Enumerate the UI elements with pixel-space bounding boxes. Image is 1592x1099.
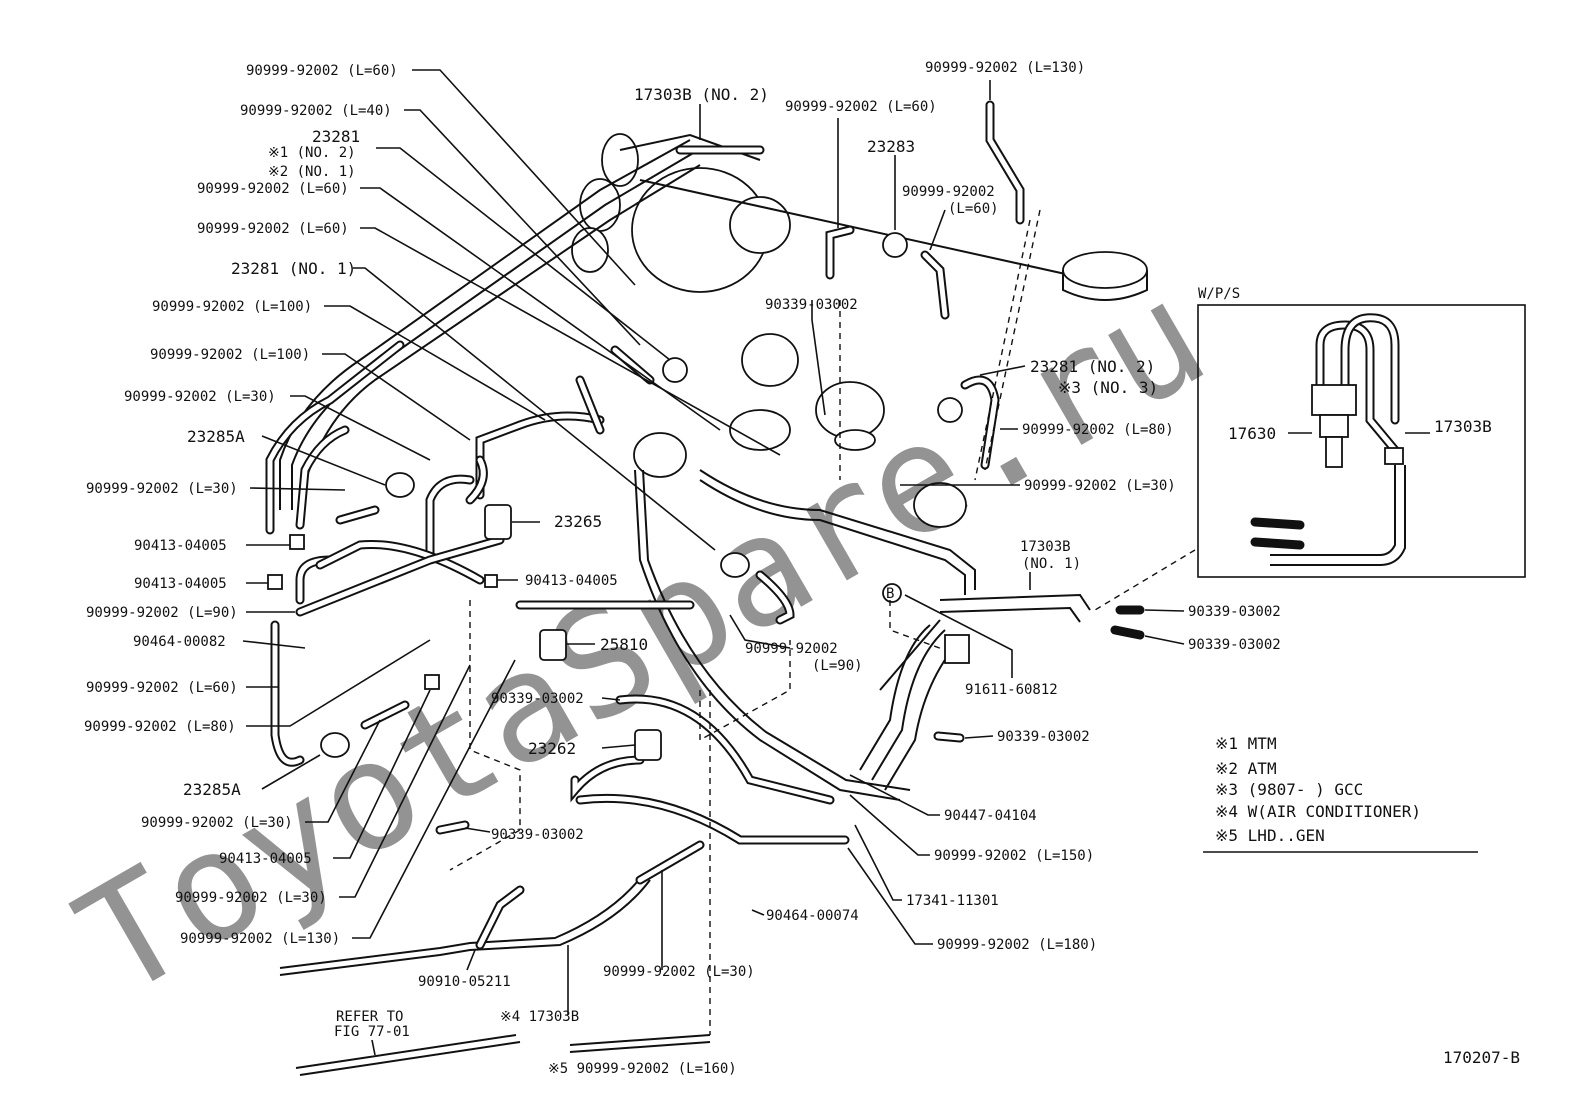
label-l37b: (NO. 1) — [1022, 556, 1081, 572]
label-l2: 90999-92002 (L=40) — [240, 103, 392, 119]
label-l14: 90999-92002 (L=90) — [86, 605, 238, 621]
inset-part-17303b: 17303B — [1434, 417, 1492, 436]
label-l47: 23265 — [554, 512, 602, 531]
label-l15: 90464-00082 — [133, 634, 226, 650]
label-l8: 90999-92002 (L=100) — [150, 347, 310, 363]
legend-item-4: ※4 W(AIR CONDITIONER) — [1215, 802, 1421, 821]
label-l40b: ※3 (NO. 3) — [1058, 378, 1158, 397]
label-l12: 90413-04005 — [134, 538, 227, 554]
label-l20: 90413-04005 — [219, 851, 312, 867]
label-l28: 90464-00074 — [766, 908, 859, 924]
inset-label: W/P/S — [1198, 286, 1240, 302]
label-l36: 90339-03002 — [1188, 604, 1281, 620]
label-l24: REFER TO — [336, 1009, 403, 1025]
label-l53: 90339-03002 — [491, 827, 584, 843]
label-l27: 90999-92002 (L=30) — [603, 964, 755, 980]
label-l17: 90999-92002 (L=80) — [84, 719, 236, 735]
label-l3: 23281 — [312, 127, 360, 146]
dashed-references — [449, 209, 1196, 1035]
label-l25: ※5 90999-92002 (L=160) — [548, 1061, 737, 1077]
label-l10: 23285A — [187, 427, 245, 446]
label-l50: 90999-92002 — [745, 641, 838, 657]
engine-assembly-artwork — [571, 133, 1148, 528]
vacuum-lines — [279, 139, 1091, 1076]
label-l19: 90999-92002 (L=30) — [141, 815, 293, 831]
label-l37: 17303B — [1020, 539, 1071, 555]
label-l11: 90999-92002 (L=30) — [86, 481, 238, 497]
label-l50b: (L=90) — [812, 658, 863, 674]
label-l51: 90339-03002 — [491, 691, 584, 707]
label-l45: 90999-92002 (L=130) — [925, 60, 1085, 76]
label-l48: 90413-04005 — [525, 573, 618, 589]
label-l33: 90339-03002 — [997, 729, 1090, 745]
callout-b: B — [886, 586, 894, 602]
legend: ※1 MTM ※2 ATM ※3 (9807- ) GCC ※4 W(AIR C… — [1203, 734, 1478, 853]
label-l22: 90999-92002 (L=130) — [180, 931, 340, 947]
label-l6: 23281 (NO. 1) — [231, 259, 356, 278]
label-l3a: ※1 (NO. 2) — [268, 145, 356, 161]
legend-item-5: ※5 LHD..GEN — [1215, 826, 1325, 845]
label-l31: 90999-92002 (L=150) — [934, 848, 1094, 864]
label-l16: 90999-92002 (L=60) — [86, 680, 238, 696]
label-l44: 90999-92002 (L=60) — [785, 99, 937, 115]
label-l42b: (L=60) — [948, 201, 999, 217]
leader-lines — [242, 69, 1185, 1056]
label-l32: 90447-04104 — [944, 808, 1037, 824]
label-l26: ※4 17303B — [500, 1009, 579, 1025]
label-l23: 90910-05211 — [418, 974, 511, 990]
label-l21: 90999-92002 (L=30) — [175, 890, 327, 906]
label-l4: 90999-92002 (L=60) — [197, 181, 349, 197]
label-l29: 90999-92002 (L=180) — [937, 937, 1097, 953]
label-l38: 90999-92002 (L=30) — [1024, 478, 1176, 494]
legend-item-1: ※1 MTM — [1215, 734, 1277, 753]
label-l43: 23283 — [867, 137, 915, 156]
label-l40: 23281 (NO. 2) — [1030, 357, 1155, 376]
label-l34: 91611-60812 — [965, 682, 1058, 698]
label-l7: 90999-92002 (L=100) — [152, 299, 312, 315]
label-l1: 90999-92002 (L=60) — [246, 63, 398, 79]
label-l41: 90339-03002 — [765, 297, 858, 313]
label-l13: 90413-04005 — [134, 576, 227, 592]
label-l49: 25810 — [600, 635, 648, 654]
inset-part-17630: 17630 — [1228, 424, 1276, 443]
legend-item-3: ※3 (9807- ) GCC — [1215, 780, 1363, 799]
label-l52: 23262 — [528, 739, 576, 758]
label-l42: 90999-92002 — [902, 184, 995, 200]
wps-inset: W/P/S 17630 17303B — [1197, 286, 1526, 578]
legend-item-2: ※2 ATM — [1215, 759, 1277, 778]
label-l46: 17303B (NO. 2) — [634, 85, 769, 104]
part-labels: 90999-92002 (L=60) 90999-92002 (L=40) 23… — [84, 60, 1281, 1077]
label-l39: 90999-92002 (L=80) — [1022, 422, 1174, 438]
components: B — [267, 232, 970, 761]
figure-id: 170207-B — [1443, 1048, 1520, 1067]
label-l9: 90999-92002 (L=30) — [124, 389, 276, 405]
label-l35: 90339-03002 — [1188, 637, 1281, 653]
rubber-hoses — [265, 100, 1145, 950]
label-l30: 17341-11301 — [906, 893, 999, 909]
label-l3b: ※2 (NO. 1) — [268, 164, 356, 180]
label-l5: 90999-92002 (L=60) — [197, 221, 349, 237]
label-l24b: FIG 77-01 — [334, 1024, 410, 1040]
label-l18: 23285A — [183, 780, 241, 799]
